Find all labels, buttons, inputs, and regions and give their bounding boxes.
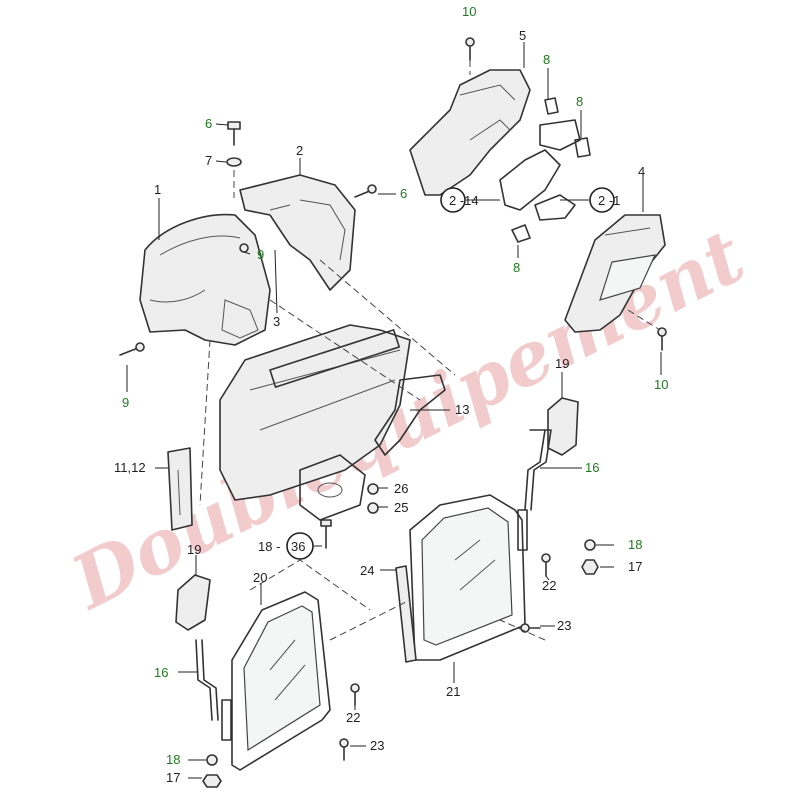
callout-2-1: 2 -1 xyxy=(598,193,620,208)
callout-23-right: 23 xyxy=(557,618,571,633)
assembly-lines xyxy=(199,60,661,641)
hinge-assembly xyxy=(499,97,591,243)
callout-20: 20 xyxy=(253,570,267,585)
callout-8-b: 8 xyxy=(576,94,583,109)
callout-8-c: 8 xyxy=(513,260,520,275)
part-16-arm-left xyxy=(195,639,219,721)
part-24-seal xyxy=(395,565,417,663)
callout-18-right: 18 xyxy=(628,537,642,552)
callout-22-left: 22 xyxy=(346,710,360,725)
callout-18-left: 18 xyxy=(166,752,180,767)
part-13-frame xyxy=(219,324,446,521)
part-20-window-left xyxy=(221,591,331,771)
callout-22-right: 22 xyxy=(542,578,556,593)
callout-19-right: 19 xyxy=(555,356,569,371)
callout-13: 13 xyxy=(455,402,469,417)
callout-16-left: 16 xyxy=(154,665,168,680)
callout-16-right: 16 xyxy=(585,460,599,475)
callout-8-a: 8 xyxy=(543,52,550,67)
callout-2-14: 2 -14 xyxy=(449,193,479,208)
part-21-window-right xyxy=(409,494,528,661)
part-19-mirror-left xyxy=(175,574,211,631)
callout-25: 25 xyxy=(394,500,408,515)
callout-circle-2-14 xyxy=(440,187,466,213)
callout-circle-36 xyxy=(286,532,314,560)
callout-labels: 1 2 3 4 5 6 7 6 9 9 10 10 8 8 8 2 -14 2 … xyxy=(114,4,668,785)
part-4-side-panel xyxy=(564,214,666,333)
callout-6-right: 6 xyxy=(400,186,407,201)
callout-21: 21 xyxy=(446,684,460,699)
callout-36: 36 xyxy=(291,539,305,554)
callout-26: 26 xyxy=(394,481,408,496)
part-1-dash-hood xyxy=(139,213,271,346)
callout-10-right: 10 xyxy=(654,377,668,392)
callout-1: 1 xyxy=(154,182,161,197)
callout-2: 2 xyxy=(296,143,303,158)
callout-9-upper: 9 xyxy=(257,247,264,262)
part-11-12-bracket xyxy=(167,447,193,531)
callout-23-left: 23 xyxy=(370,738,384,753)
callout-17-left: 17 xyxy=(166,770,180,785)
part-2-upper-cover xyxy=(239,174,356,291)
part-19-mirror-right xyxy=(529,397,579,456)
callout-3: 3 xyxy=(273,314,280,329)
callout-4: 4 xyxy=(638,164,645,179)
callout-24: 24 xyxy=(360,563,374,578)
fasteners xyxy=(119,37,667,788)
callout-9-lower: 9 xyxy=(122,395,129,410)
callout-circle-2-1 xyxy=(589,187,615,213)
callout-11-12: 11,12 xyxy=(114,460,146,475)
callout-5: 5 xyxy=(519,28,526,43)
callout-7: 7 xyxy=(205,153,212,168)
callout-17-right: 17 xyxy=(628,559,642,574)
callout-18-36: 18 - xyxy=(258,539,280,554)
part-5-cover xyxy=(409,69,531,196)
callout-19-left: 19 xyxy=(187,542,201,557)
part-16-arm-right xyxy=(524,429,552,511)
callout-10-top: 10 xyxy=(462,4,476,19)
callout-6-upper: 6 xyxy=(205,116,212,131)
leader-lines xyxy=(126,42,662,779)
